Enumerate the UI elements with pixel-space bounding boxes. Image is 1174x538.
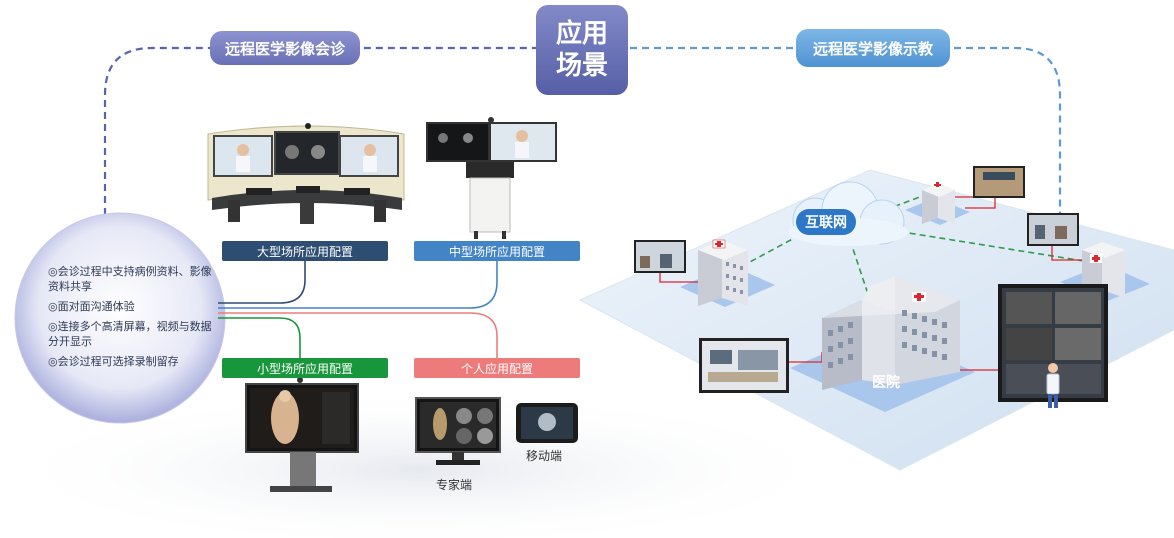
small-config-label: 小型场所应用配置 [222,358,388,378]
right-branch-label: 远程医学影像示教 [796,29,950,67]
ground-shadow [0,390,850,538]
internet-cloud [788,181,908,246]
mobile-tablet [516,403,578,443]
line-to-personal [218,312,498,360]
expert-caption: 专家端 [436,478,473,492]
line-to-small [218,317,301,360]
line-to-large [218,258,306,304]
cloud-label: 互联网 [805,215,847,231]
center-title-badge: 应用 场景 [536,5,628,95]
left-dashed-connector [103,46,538,215]
hospital-building-main [822,276,960,390]
large-config-label: 大型场所应用配置 [222,241,388,261]
feature-list: ◎会诊过程中支持病例资料、影像资料共享 ◎面对面沟通体验 ◎连接多个高清屏幕，视… [48,264,216,374]
medium-config-label: 中型场所应用配置 [414,241,580,261]
doctor-figure [1046,363,1060,408]
large-venue-console [207,123,405,224]
line-to-medium [218,258,498,309]
video-screen-left-hospital [634,240,686,273]
mobile-caption: 移动端 [526,449,563,463]
feature-item: ◎会诊过程可选择录制留存 [48,355,179,368]
video-screen-meeting-room [699,338,789,393]
medium-venue-display [426,117,557,239]
hospital-building-top [922,181,955,224]
video-screen-right-hospital [1027,213,1079,246]
video-screen-top-hospital [973,166,1025,198]
left-branch-label: 远程医学影像会诊 [210,31,360,65]
feature-item: ◎面对面沟通体验 [48,300,135,313]
feature-item: ◎会诊过程中支持病例资料、影像资料共享 [48,265,212,293]
expert-monitor [415,397,501,465]
small-venue-display [245,377,359,492]
hospital-building-left [698,239,748,306]
personal-config-label: 个人应用配置 [414,358,580,378]
hospital-label: 医院 [872,374,900,391]
feature-item: ◎连接多个高清屏幕，视频与数据分开显示 [48,320,212,348]
right-dashed-connector [630,46,1062,230]
